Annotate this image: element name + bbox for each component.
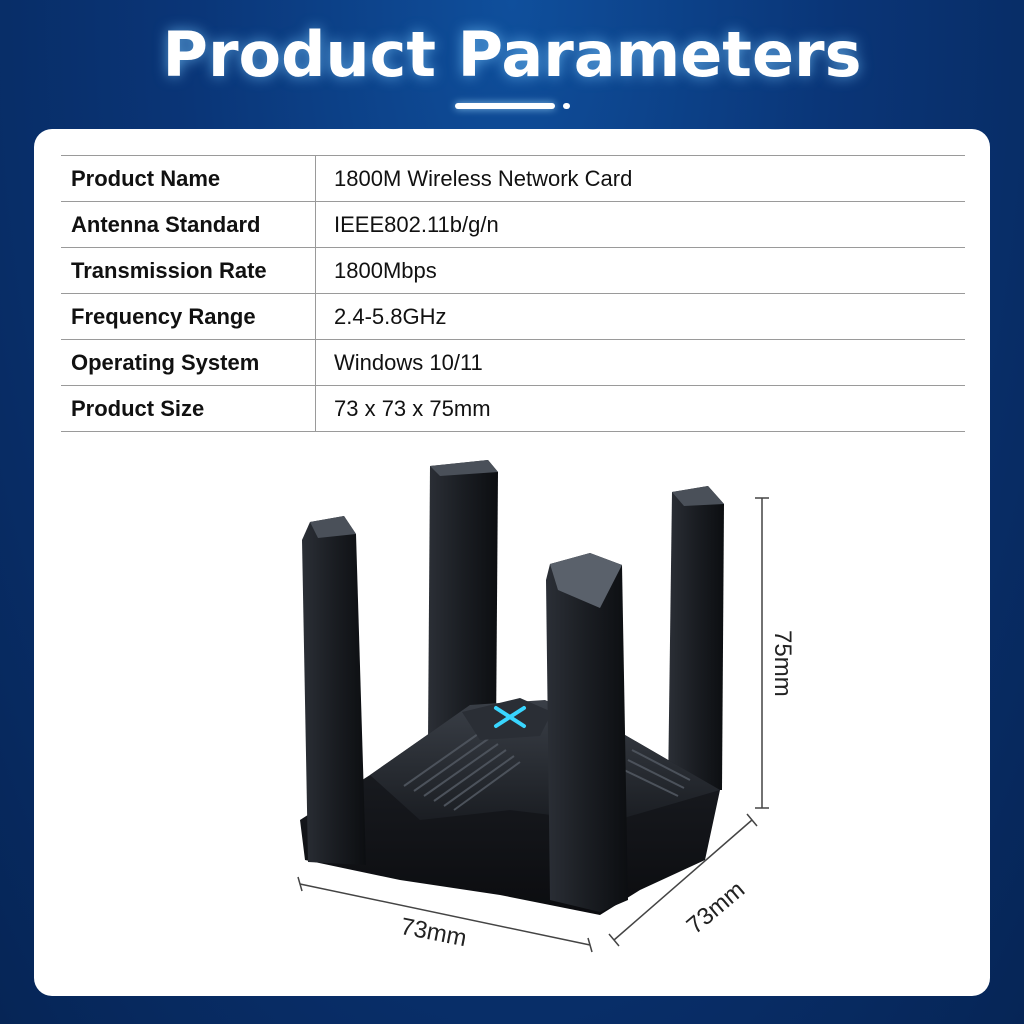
spec-value: 1800M Wireless Network Card [315, 155, 965, 202]
spec-label: Frequency Range [61, 293, 316, 340]
width-dimension-label: 73mm [398, 913, 469, 952]
spec-label: Product Size [61, 385, 316, 432]
spec-row-product-name: Product Name 1800M Wireless Network Card [61, 155, 965, 202]
spec-value: 2.4-5.8GHz [315, 293, 965, 340]
height-dimension-label: 75mm [769, 630, 796, 697]
spec-row-operating-system: Operating System Windows 10/11 [61, 339, 965, 386]
spec-label: Antenna Standard [61, 201, 316, 248]
title-underline-dot [563, 103, 570, 109]
page-title: Product Parameters [162, 18, 862, 91]
spec-label: Transmission Rate [61, 247, 316, 294]
spec-row-antenna-standard: Antenna Standard IEEE802.11b/g/n [61, 201, 965, 248]
spec-row-product-size: Product Size 73 x 73 x 75mm [61, 385, 965, 432]
spec-label: Operating System [61, 339, 316, 386]
antenna-back-left [428, 460, 498, 740]
spec-value: IEEE802.11b/g/n [315, 201, 965, 248]
antenna-front-right [546, 553, 628, 912]
dimension-lines [297, 497, 769, 953]
vent-grille [403, 733, 691, 811]
title-underline [455, 103, 555, 109]
spec-value: 73 x 73 x 75mm [315, 385, 965, 432]
spec-label: Product Name [61, 155, 316, 202]
antenna-front-left [302, 516, 366, 865]
spec-row-frequency-range: Frequency Range 2.4-5.8GHz [61, 293, 965, 340]
spec-table: Product Name 1800M Wireless Network Card… [61, 155, 965, 432]
spec-value: Windows 10/11 [315, 339, 965, 386]
spec-value: 1800Mbps [315, 247, 965, 294]
depth-dimension-label: 73mm [682, 876, 750, 940]
wireless-network-card-icon [300, 460, 724, 915]
antenna-back-right [668, 486, 724, 790]
logo-x-icon [494, 706, 526, 728]
spec-row-transmission-rate: Transmission Rate 1800Mbps [61, 247, 965, 294]
